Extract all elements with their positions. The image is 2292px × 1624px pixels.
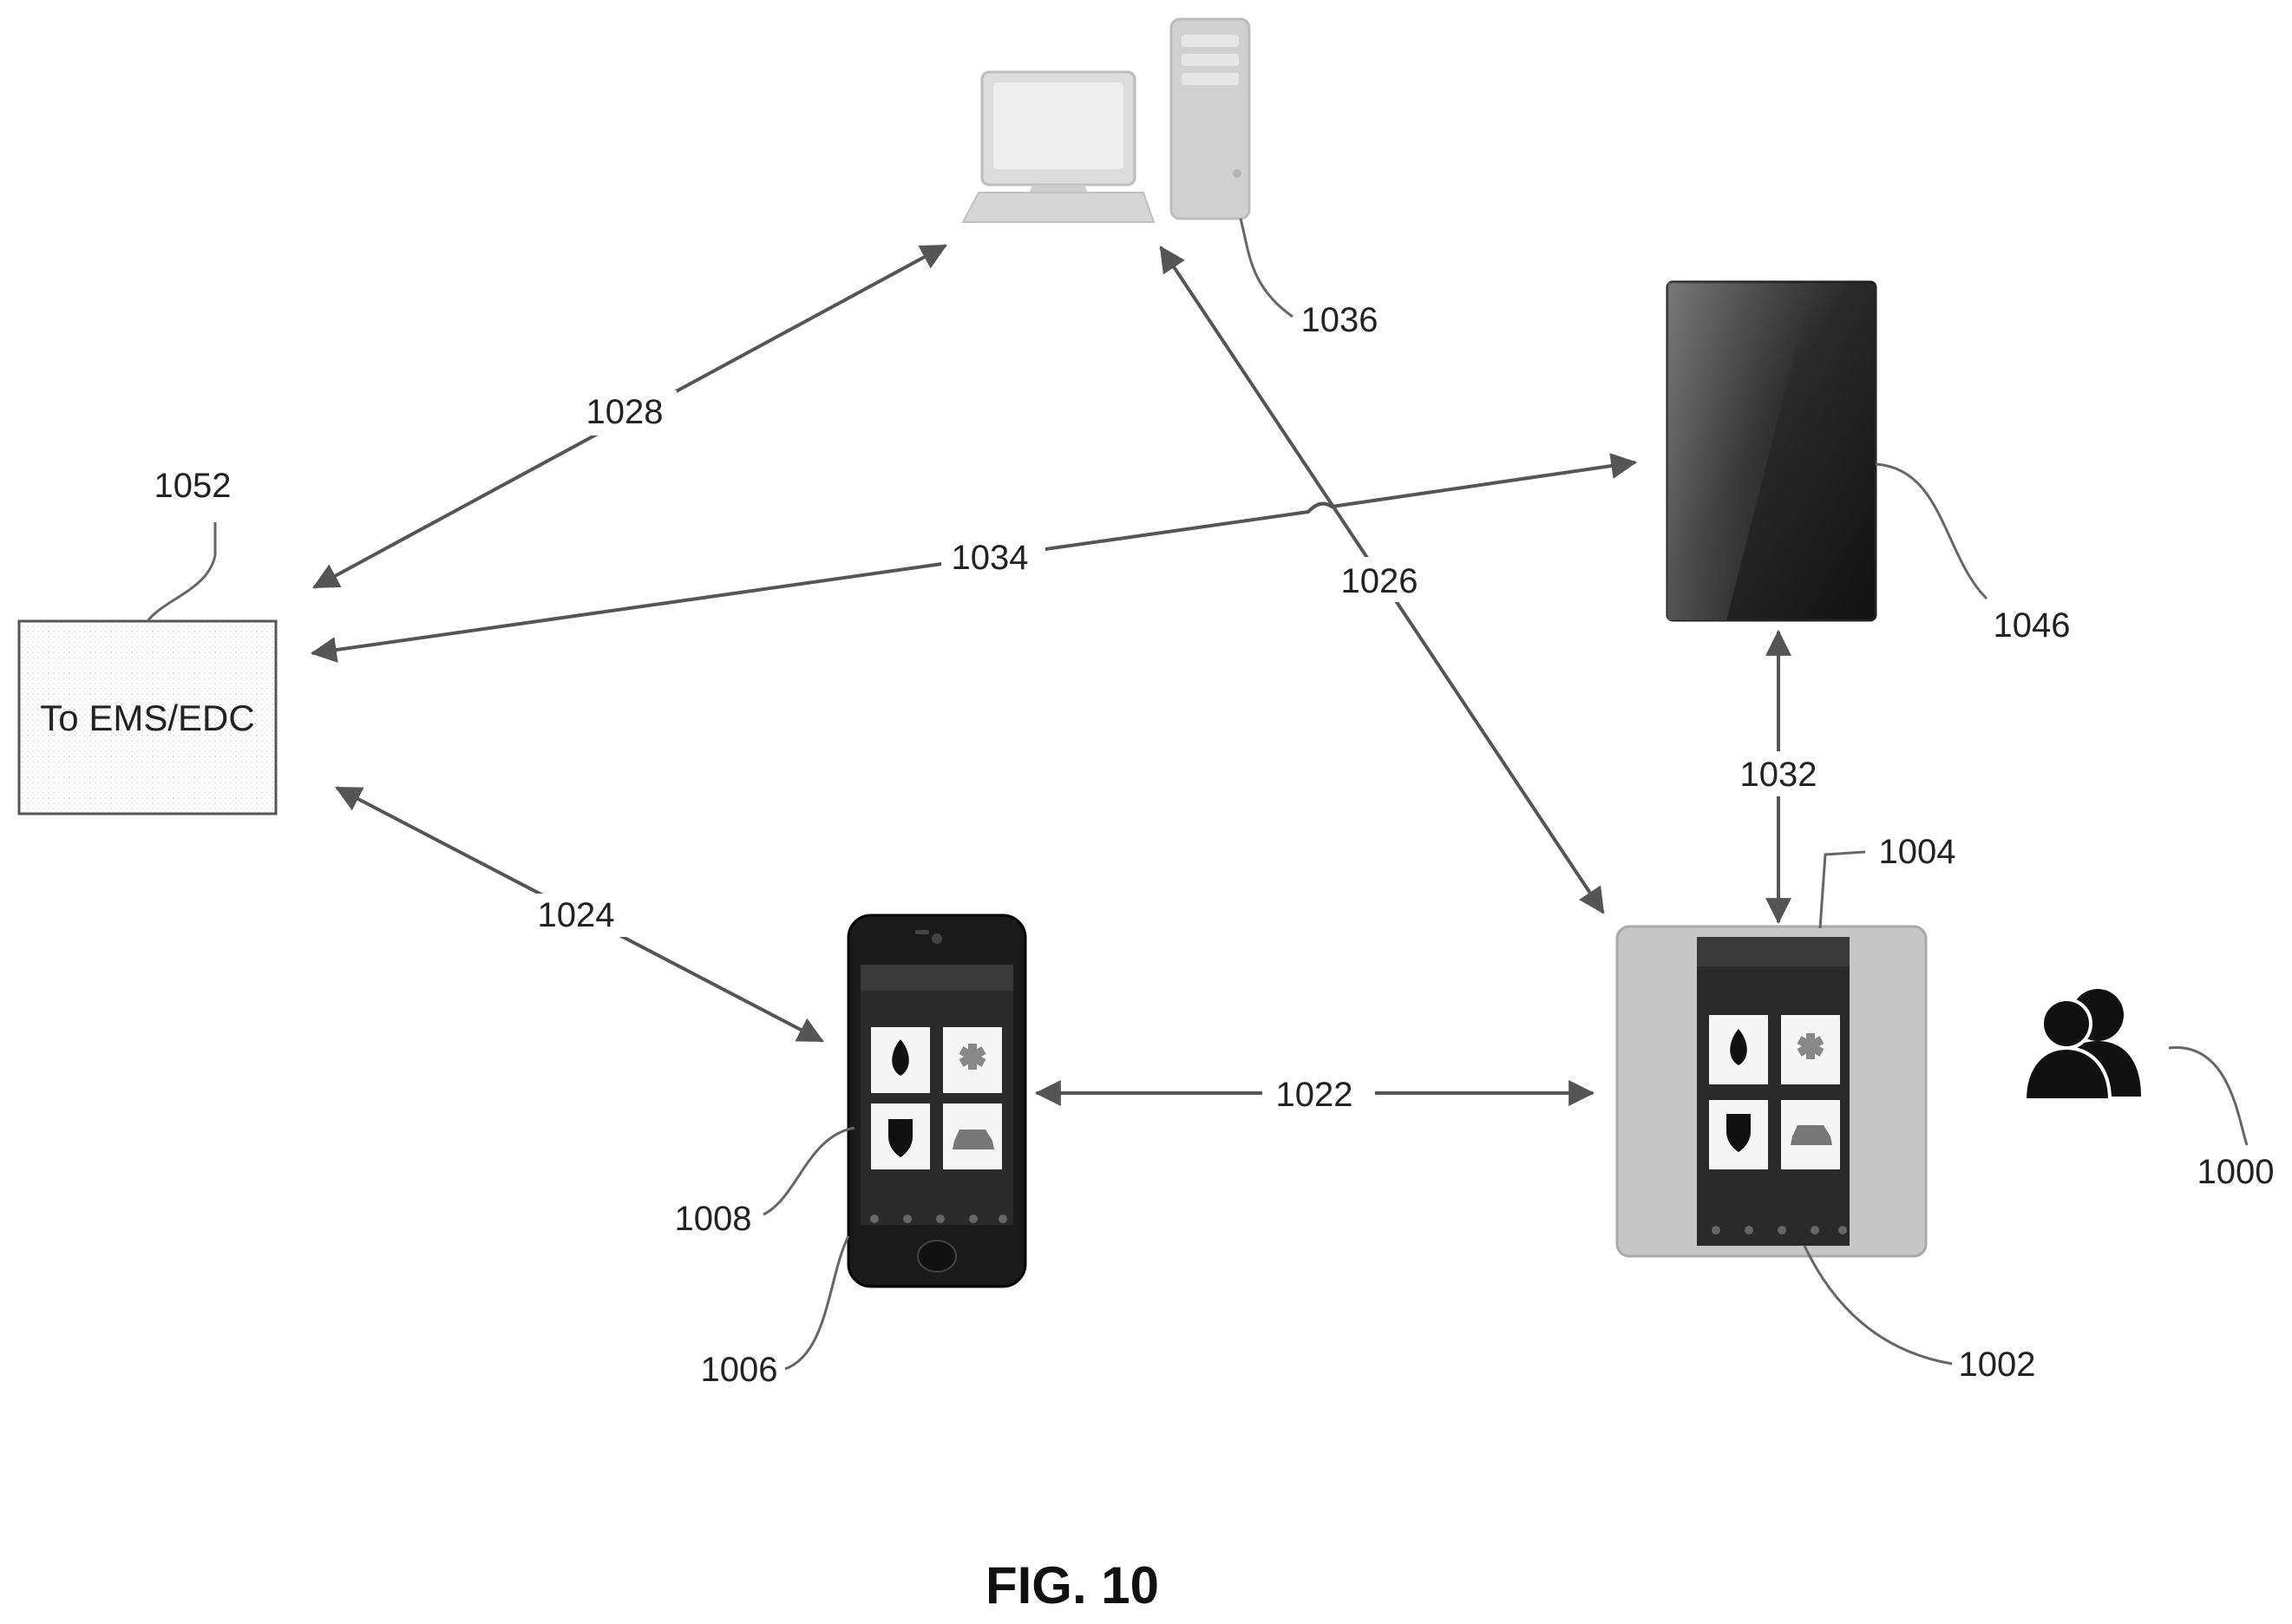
leader-1052	[147, 522, 215, 621]
label-1032: 1032	[1740, 756, 1817, 794]
leader-1046	[1876, 464, 1987, 599]
tablet-icon	[1667, 282, 1876, 620]
ref-1046: 1046	[1994, 606, 2071, 645]
smartphone-icon	[848, 915, 1025, 1287]
figure-caption: FIG. 10	[986, 1556, 1159, 1614]
ref-1000: 1000	[2197, 1153, 2275, 1191]
ems-box: To EMS/EDC	[19, 621, 276, 814]
leader-1002	[1804, 1246, 1952, 1364]
ref-1052: 1052	[154, 467, 232, 505]
ref-1002: 1002	[1959, 1346, 2036, 1384]
label-1026: 1026	[1341, 562, 1418, 600]
leader-1036	[1241, 219, 1293, 317]
label-1024: 1024	[538, 896, 615, 934]
wall-panel-icon	[1617, 927, 1926, 1256]
leader-1000	[2169, 1047, 2247, 1145]
leader-1008	[763, 1128, 855, 1215]
ref-1036: 1036	[1301, 301, 1378, 339]
users-group-icon	[2025, 989, 2141, 1100]
label-1034: 1034	[952, 539, 1029, 577]
ref-1006: 1006	[701, 1351, 778, 1389]
ems-box-text: To EMS/EDC	[40, 697, 254, 738]
leader-1004	[1820, 852, 1865, 928]
links	[312, 246, 1778, 1093]
ref-1004: 1004	[1879, 833, 1956, 871]
ref-1008: 1008	[675, 1200, 752, 1238]
desktop-computer-icon	[963, 19, 1249, 222]
label-1022: 1022	[1276, 1076, 1353, 1114]
label-1028: 1028	[586, 393, 664, 431]
leader-1006	[785, 1236, 848, 1369]
